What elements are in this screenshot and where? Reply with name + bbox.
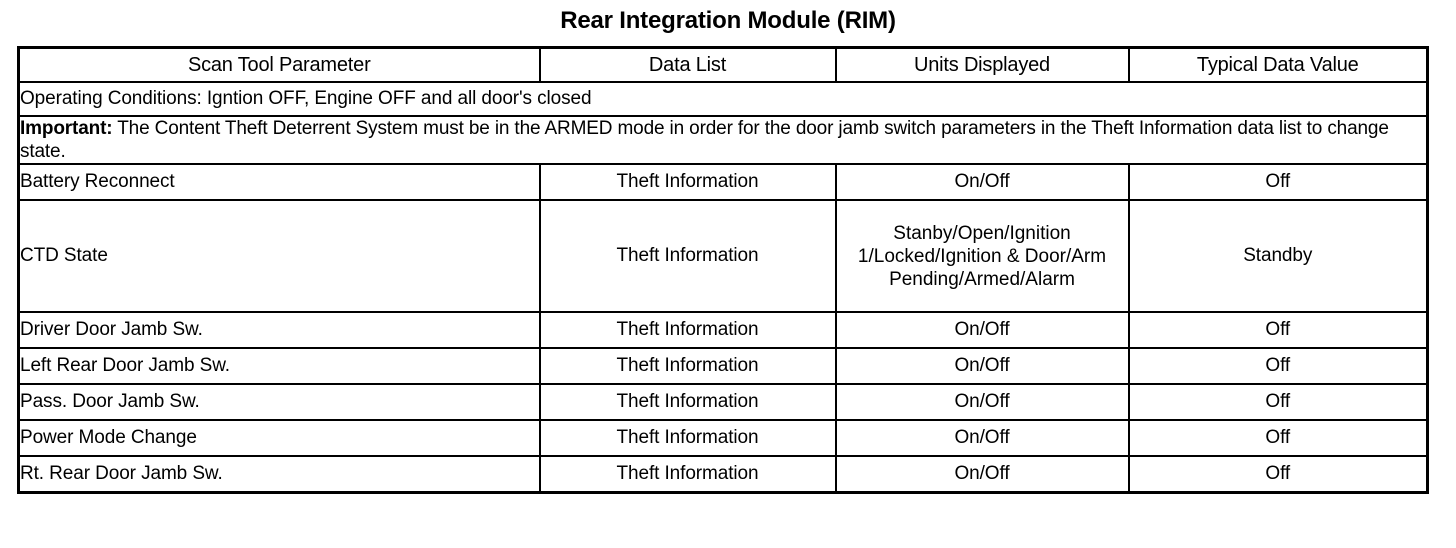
cell-data-list: Theft Information	[538, 455, 837, 494]
table-row: Power Mode Change Theft Information On/O…	[17, 419, 1429, 458]
column-header-scan-tool-parameter: Scan Tool Parameter	[17, 46, 541, 83]
table-row: Left Rear Door Jamb Sw. Theft Informatio…	[17, 347, 1429, 386]
cell-typical-value: Standby	[1127, 199, 1429, 314]
cell-data-list: Theft Information	[538, 347, 837, 386]
cell-parameter: Battery Reconnect	[17, 163, 541, 202]
cell-units: On/Off	[834, 163, 1130, 202]
cell-units: On/Off	[834, 311, 1130, 350]
cell-units: On/Off	[834, 347, 1130, 386]
table-row: Pass. Door Jamb Sw. Theft Information On…	[17, 383, 1429, 422]
cell-parameter: Power Mode Change	[17, 419, 541, 458]
cell-data-list: Theft Information	[538, 199, 837, 314]
cell-data-list: Theft Information	[538, 163, 837, 202]
table-row: Driver Door Jamb Sw. Theft Information O…	[17, 311, 1429, 350]
cell-typical-value: Off	[1127, 347, 1429, 386]
spec-table-container: Scan Tool Parameter Data List Units Disp…	[17, 46, 1429, 495]
scan-tool-parameter-table: Scan Tool Parameter Data List Units Disp…	[17, 46, 1429, 495]
cell-typical-value: Off	[1127, 383, 1429, 422]
cell-units: On/Off	[834, 383, 1130, 422]
cell-parameter: Rt. Rear Door Jamb Sw.	[17, 455, 541, 494]
cell-parameter: Left Rear Door Jamb Sw.	[17, 347, 541, 386]
operating-conditions-text: Operating Conditions: Igntion OFF, Engin…	[17, 81, 1429, 117]
cell-parameter: Driver Door Jamb Sw.	[17, 311, 541, 350]
important-text: The Content Theft Deterrent System must …	[20, 118, 1389, 163]
table-row: Battery Reconnect Theft Information On/O…	[17, 163, 1429, 202]
important-note: Important: The Content Theft Deterrent S…	[17, 114, 1429, 166]
cell-parameter: Pass. Door Jamb Sw.	[17, 383, 541, 422]
cell-units: Stanby/Open/Ignition 1/Locked/Ignition &…	[834, 199, 1130, 314]
cell-data-list: Theft Information	[538, 311, 837, 350]
operating-conditions-row: Operating Conditions: Igntion OFF, Engin…	[17, 81, 1429, 117]
table-header-row: Scan Tool Parameter Data List Units Disp…	[17, 46, 1429, 83]
table-row: CTD State Theft Information Stanby/Open/…	[17, 199, 1429, 314]
cell-units: On/Off	[834, 455, 1130, 494]
page-title: Rear Integration Module (RIM)	[560, 7, 896, 34]
cell-data-list: Theft Information	[538, 383, 837, 422]
cell-typical-value: Off	[1127, 311, 1429, 350]
column-header-typical-data-value: Typical Data Value	[1127, 46, 1429, 83]
cell-typical-value: Off	[1127, 455, 1429, 494]
important-label: Important:	[20, 118, 113, 139]
cell-units: On/Off	[834, 419, 1130, 458]
cell-typical-value: Off	[1127, 419, 1429, 458]
important-note-row: Important: The Content Theft Deterrent S…	[17, 114, 1429, 166]
column-header-units-displayed: Units Displayed	[834, 46, 1130, 83]
cell-typical-value: Off	[1127, 163, 1429, 202]
table-row: Rt. Rear Door Jamb Sw. Theft Information…	[17, 455, 1429, 494]
cell-data-list: Theft Information	[538, 419, 837, 458]
cell-parameter: CTD State	[17, 199, 541, 314]
column-header-data-list: Data List	[538, 46, 837, 83]
